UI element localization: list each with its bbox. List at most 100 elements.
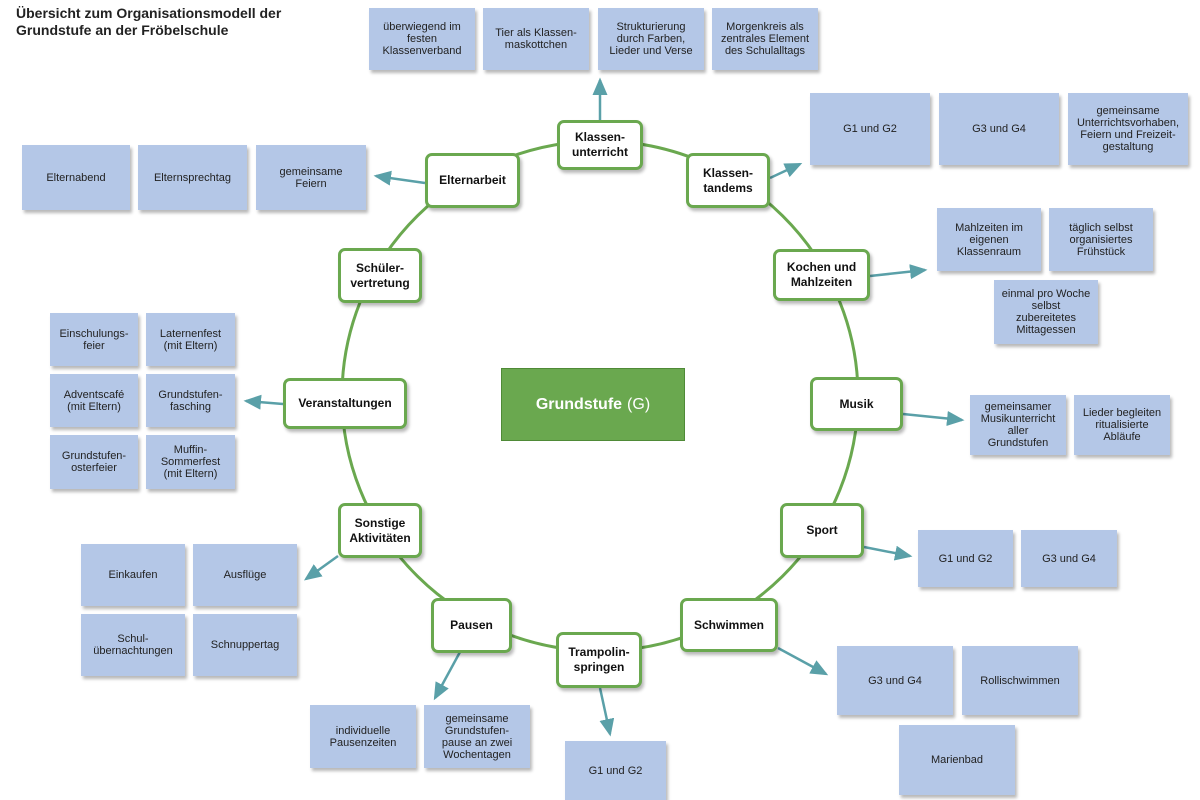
node-veranstaltungen: Veranstaltungen: [283, 378, 407, 429]
node-label: Elternarbeit: [439, 173, 506, 187]
box-label: Elternabend: [46, 171, 106, 184]
arrow-elternarbeit: [373, 170, 426, 186]
node-label: Klassen- tandems: [702, 165, 754, 195]
box-sonstige-1: Einkaufen: [81, 544, 185, 606]
box-klassenunterricht-2: Tier als Klassen- maskottchen: [483, 8, 589, 70]
node-label: Sport: [806, 523, 838, 537]
box-elternarbeit-3: gemeinsame Feiern: [256, 145, 366, 210]
box-sonstige-3: Schul- übernachtungen: [81, 614, 185, 676]
arrow-sonstige: [303, 554, 339, 581]
box-trampolin-1: G1 und G2: [565, 741, 666, 800]
box-label: Tier als Klassen- maskottchen: [495, 27, 577, 51]
box-veranstaltungen-3: Adventscafé (mit Eltern): [50, 374, 138, 427]
node-kochen-und-mahlzeiten: Kochen und Mahlzeiten: [773, 249, 870, 301]
node-elternarbeit: Elternarbeit: [425, 153, 520, 208]
box-sonstige-4: Schnuppertag: [193, 614, 297, 676]
node-trampolinspringen: Trampolin- springen: [556, 632, 642, 688]
box-klassentandems-2: G3 und G4: [939, 93, 1059, 165]
box-veranstaltungen-4: Grundstufen- fasching: [146, 374, 235, 427]
node-klassenunterricht: Klassen- unterricht: [557, 120, 643, 170]
box-label: Elternsprechtag: [153, 171, 232, 184]
box-label: gemeinsame Unterrichtsvorhaben, Feiern u…: [1076, 105, 1180, 153]
node-sport: Sport: [780, 503, 864, 558]
node-musik: Musik: [810, 377, 903, 431]
page-title-line1: Übersicht zum Organisationsmodell der: [16, 5, 282, 21]
box-schwimmen-1: G3 und G4: [837, 646, 953, 715]
arrow-schwimmen: [777, 646, 829, 676]
box-label: G1 und G2: [843, 123, 897, 135]
node-schwimmen: Schwimmen: [680, 598, 778, 652]
node-sonstige-aktivitaeten: Sonstige Aktivitäten: [338, 503, 422, 558]
box-label: G3 und G4: [972, 123, 1026, 135]
box-label: Einschulungs- feier: [59, 327, 129, 352]
node-label: Pausen: [450, 618, 493, 632]
center-label: Grundstufe: [535, 395, 623, 413]
box-veranstaltungen-6: Muffin- Sommerfest (mit Eltern): [146, 435, 235, 489]
box-klassentandems-1: G1 und G2: [810, 93, 930, 165]
node-label: Musik: [839, 396, 874, 411]
box-label: Mahlzeiten im eigenen Klassenraum: [955, 221, 1023, 258]
node-klassentandems: Klassen- tandems: [686, 153, 770, 208]
box-label: Schnuppertag: [210, 639, 280, 651]
box-klassenunterricht-4: Morgenkreis als zentrales Element des Sc…: [712, 8, 818, 70]
box-klassenunterricht-3: Strukturierung durch Farben, Lieder und …: [598, 8, 704, 70]
box-musik-2: Lieder begleiten ritualisierte Abläufe: [1074, 395, 1170, 455]
page-title-line2: Grundstufe an der Fröbelschule: [16, 22, 229, 38]
box-elternarbeit-1: Elternabend: [22, 145, 130, 210]
box-label: Rollischwimmen: [980, 674, 1060, 687]
center-node-grundstufe: Grundstufe (G): [501, 368, 685, 441]
box-label: Adventscafé (mit Eltern): [63, 388, 125, 413]
center-suffix: (G): [627, 395, 651, 413]
box-label: Einkaufen: [108, 569, 158, 581]
arrow-pausen: [433, 651, 462, 701]
node-pausen: Pausen: [431, 598, 512, 653]
box-label: gemeinsamer Musikunterricht aller Grunds…: [980, 401, 1056, 449]
box-klassenunterricht-1: überwiegend im festen Klassenverband: [369, 8, 475, 70]
box-sport-2: G3 und G4: [1021, 530, 1117, 587]
box-pausen-1: individuelle Pausenzeiten: [310, 705, 416, 768]
box-pausen-2: gemeinsame Grundstufen- pause an zwei Wo…: [424, 705, 530, 768]
arrow-trampolin: [598, 687, 615, 737]
box-label: Schul- übernachtungen: [93, 633, 173, 657]
arrow-kochen: [869, 264, 928, 280]
box-label: Morgenkreis als zentrales Element des Sc…: [720, 21, 810, 57]
box-label: Grundstufen- osterfeier: [61, 450, 127, 474]
box-klassentandems-3: gemeinsame Unterrichtsvorhaben, Feiern u…: [1068, 93, 1188, 165]
node-label: Schüler- vertretung: [350, 260, 410, 290]
box-schwimmen-3: Marienbad: [899, 725, 1015, 795]
box-kochen-3: einmal pro Woche selbst zubereitetes Mit…: [994, 280, 1098, 344]
box-elternarbeit-2: Elternsprechtag: [138, 145, 247, 210]
box-veranstaltungen-1: Einschulungs- feier: [50, 313, 138, 366]
box-label: Laternenfest (mit Eltern): [159, 327, 222, 352]
box-kochen-1: Mahlzeiten im eigenen Klassenraum: [937, 208, 1041, 271]
box-label: G1 und G2: [938, 552, 993, 565]
arrow-sport: [863, 545, 913, 561]
box-sport-1: G1 und G2: [918, 530, 1013, 587]
box-label: Lieder begleiten ritualisierte Abläufe: [1082, 407, 1162, 443]
arrow-musik: [902, 411, 965, 426]
page-title: Übersicht zum Organisationsmodell der Gr…: [16, 5, 281, 39]
box-veranstaltungen-2: Laternenfest (mit Eltern): [146, 313, 235, 366]
node-label: Kochen und Mahlzeiten: [786, 260, 857, 289]
box-label: G1 und G2: [588, 764, 643, 777]
box-sonstige-2: Ausflüge: [193, 544, 297, 606]
box-label: gemeinsame Grundstufen- pause an zwei Wo…: [441, 712, 513, 761]
box-musik-1: gemeinsamer Musikunterricht aller Grunds…: [970, 395, 1066, 455]
box-label: überwiegend im festen Klassenverband: [382, 21, 462, 57]
box-label: Marienbad: [931, 754, 983, 766]
box-label: G3 und G4: [868, 674, 922, 687]
node-schuelervertretung: Schüler- vertretung: [338, 248, 422, 303]
box-schwimmen-2: Rollischwimmen: [962, 646, 1078, 715]
node-label: Klassen- unterricht: [571, 130, 628, 159]
box-label: Grundstufen- fasching: [158, 388, 223, 413]
box-label: G3 und G4: [1042, 552, 1096, 565]
box-label: Strukturierung durch Farben, Lieder und …: [609, 21, 693, 57]
node-label: Veranstaltungen: [298, 396, 392, 410]
node-label: Schwimmen: [693, 617, 765, 632]
box-veranstaltungen-5: Grundstufen- osterfeier: [50, 435, 138, 489]
box-label: gemeinsame Feiern: [279, 165, 343, 190]
box-label: Muffin- Sommerfest (mit Eltern): [160, 444, 221, 480]
box-label: täglich selbst organisiertes Frühstück: [1069, 221, 1133, 258]
box-label: Ausflüge: [223, 569, 267, 581]
